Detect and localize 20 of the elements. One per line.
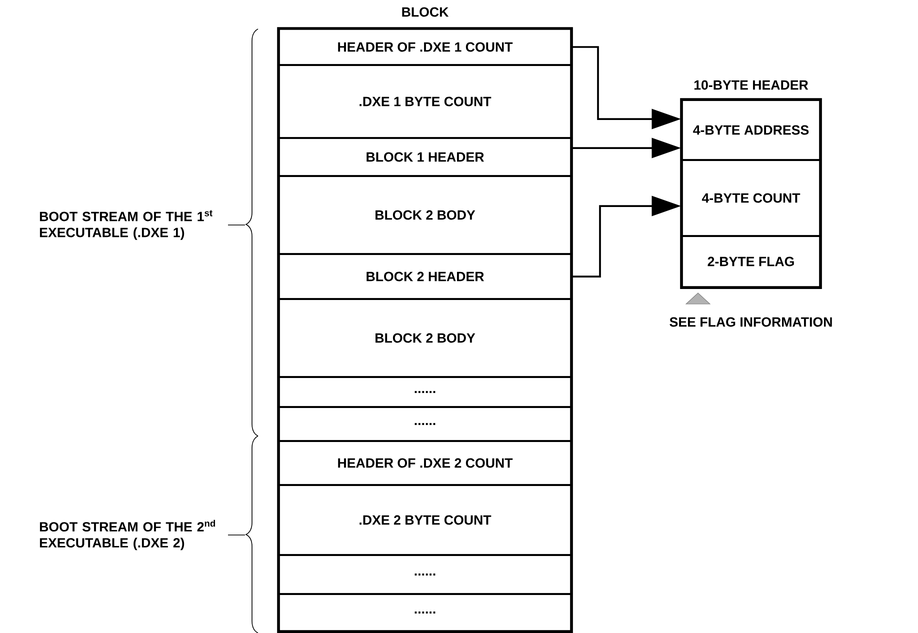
brace-label: BOOT STREAM OF THE 1$^{st}$ EXECUTABLE (.DXE 1)	[40, 210, 212, 240]
field-row: BLOCK 2 HEADER	[278, 253, 572, 300]
field-row: 2-BYTE FLAG	[681, 235, 821, 288]
field-row: 4-BYTE COUNT	[681, 159, 821, 237]
brace-label: BOOT STREAM OF THE 2$^{nd}$ EXECUTABLE (.DXE 2)	[40, 520, 216, 550]
node-label: BLOCK	[402, 7, 449, 17]
field-row: HEADER OF .DXE 2 COUNT	[278, 440, 572, 486]
field-row: BLOCK 1 HEADER	[278, 137, 572, 177]
field-row: HEADER OF .DXE 1 COUNT	[278, 28, 572, 66]
field-row: BLOCK 2 BODY	[278, 298, 572, 378]
field-row: .DXE 1 BYTE COUNT	[278, 64, 572, 139]
field-row: 4-BYTE ADDRESS	[681, 99, 821, 161]
field-row: BLOCK 2 BODY	[278, 175, 572, 255]
node-label: 10-BYTE HEADER	[694, 80, 808, 90]
field-row: ......	[278, 406, 572, 442]
field-row: ......	[278, 376, 572, 408]
note-label: SEE FLAG INFORMATION	[670, 317, 832, 327]
field-row: ......	[278, 593, 572, 632]
field-row: ......	[278, 554, 572, 595]
field-row: .DXE 2 BYTE COUNT	[278, 484, 572, 556]
